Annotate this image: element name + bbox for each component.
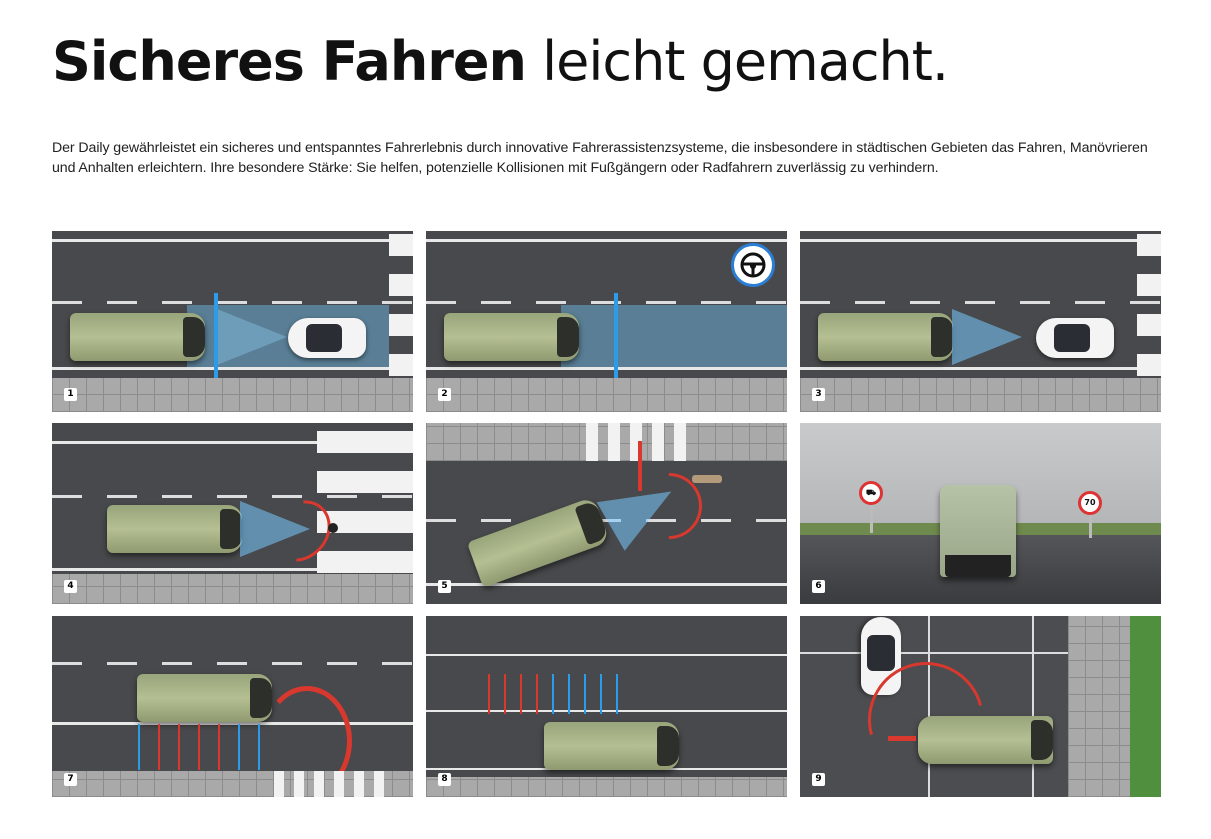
van bbox=[544, 722, 679, 770]
panel-number: 6 bbox=[812, 580, 825, 593]
panel-5-cyclist-turning: 5 bbox=[426, 423, 787, 604]
van bbox=[137, 674, 272, 722]
van bbox=[818, 313, 953, 361]
panel-4-pedestrian-detection: 4 bbox=[52, 423, 413, 604]
van bbox=[444, 313, 579, 361]
panel-3-distance-control: 3 bbox=[800, 231, 1161, 412]
panel-7-blind-spot-cyclist: 7 bbox=[52, 616, 413, 797]
panel-9-reversing-assist: 9 bbox=[800, 616, 1161, 797]
van bbox=[466, 496, 611, 588]
speed-limit-sign: 70 bbox=[1078, 491, 1102, 515]
panel-number: 4 bbox=[64, 580, 77, 593]
panel-1-collision-warning: 1 bbox=[52, 231, 413, 412]
panel-number: 3 bbox=[812, 388, 825, 401]
panel-6-traffic-sign-recognition: ⛟ 70 6 bbox=[800, 423, 1161, 604]
panel-8-cyclist-lateral: 8 bbox=[426, 616, 787, 797]
panel-number: 9 bbox=[812, 773, 825, 786]
intro-paragraph: Der Daily gewährleistet ein sicheres und… bbox=[52, 140, 1148, 176]
panel-number: 5 bbox=[438, 580, 451, 593]
title-bold: Sicheres Fahren bbox=[52, 30, 527, 93]
steering-wheel-icon bbox=[731, 243, 775, 287]
title-light: leicht gemacht. bbox=[542, 30, 949, 93]
van bbox=[70, 313, 205, 361]
page-title: Sicheres Fahren leicht gemacht. bbox=[52, 30, 949, 93]
panel-2-emergency-brake: 2 bbox=[426, 231, 787, 412]
car bbox=[288, 318, 366, 358]
car bbox=[1036, 318, 1114, 358]
panel-number: 2 bbox=[438, 388, 451, 401]
panel-number: 7 bbox=[64, 773, 77, 786]
panel-number: 1 bbox=[64, 388, 77, 401]
panel-number: 8 bbox=[438, 773, 451, 786]
van bbox=[107, 505, 242, 553]
no-overtaking-sign-icon: ⛟ bbox=[859, 481, 883, 505]
van bbox=[918, 716, 1053, 764]
